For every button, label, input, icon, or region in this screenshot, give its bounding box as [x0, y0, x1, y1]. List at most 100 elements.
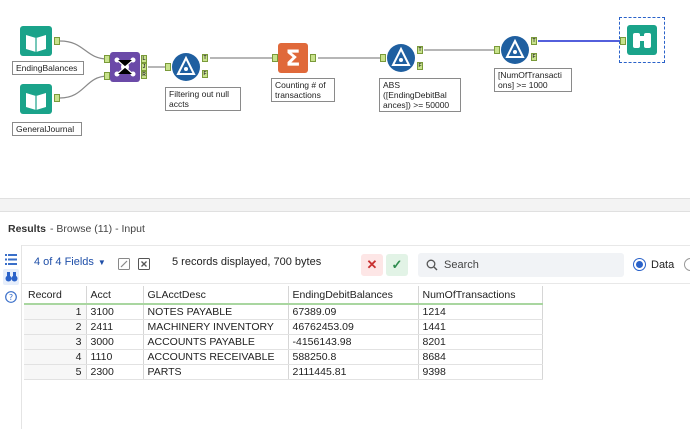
- filter-tool-null-accts[interactable]: [171, 52, 201, 85]
- output-anchor[interactable]: [54, 94, 60, 102]
- filter3-false-anchor[interactable]: F: [531, 53, 537, 61]
- chevron-down-icon: ▼: [97, 258, 106, 267]
- cell-endingdebitbalances: 2111445.81: [288, 364, 419, 380]
- view-mode-radio-data[interactable]: Data: [633, 258, 690, 271]
- browse-input-anchor[interactable]: [620, 37, 626, 45]
- tool-label-generaljournal: GeneralJournal: [12, 122, 82, 136]
- filter-true-anchor[interactable]: T: [202, 54, 208, 62]
- summarize-input-anchor[interactable]: [272, 54, 278, 62]
- results-table: Record Acct GLAcctDesc EndingDebitBalanc…: [24, 286, 543, 380]
- results-title: Results: [8, 223, 46, 235]
- table-row[interactable]: 4 1110 ACCOUNTS RECEIVABLE 588250.8 8684: [24, 349, 543, 365]
- filter3-input-anchor[interactable]: [494, 46, 500, 54]
- results-subtitle: - Browse (11) - Input: [49, 223, 145, 235]
- close-icon: ✕: [366, 257, 378, 272]
- edit-icon: [118, 258, 130, 270]
- column-header-endingdebitbalances[interactable]: EndingDebitBalances: [288, 286, 419, 305]
- fields-selector-dropdown[interactable]: 4 of 4 Fields▼: [34, 256, 106, 268]
- input-data-tool-endingbalances[interactable]: [20, 26, 52, 59]
- radio-unselected[interactable]: [684, 258, 690, 271]
- browse-view-button[interactable]: [3, 269, 19, 285]
- list-view-button[interactable]: [3, 251, 19, 267]
- filter2-true-anchor[interactable]: T: [417, 46, 423, 54]
- filter3-true-anchor[interactable]: T: [531, 37, 537, 45]
- filter-tool-num-transactions[interactable]: [500, 35, 530, 68]
- tool-label-filter-count: [NumOfTransacti ons] >= 1000: [494, 68, 572, 92]
- cell-record: 4: [24, 349, 87, 365]
- filter-tool-debit-balances[interactable]: [386, 43, 416, 76]
- column-header-record[interactable]: Record: [24, 286, 87, 305]
- book-icon: [20, 84, 52, 114]
- column-header-glacctdesc[interactable]: GLAcctDesc: [143, 286, 289, 305]
- cell-glacctdesc: ACCOUNTS PAYABLE: [143, 334, 289, 350]
- close-box-icon: [138, 258, 150, 270]
- svg-text:Σ: Σ: [285, 47, 300, 72]
- cell-acct: 3100: [86, 304, 144, 320]
- cell-acct: 3000: [86, 334, 144, 350]
- cell-record: 3: [24, 334, 87, 350]
- table-row[interactable]: 5 2300 PARTS 2111445.81 9398: [24, 364, 543, 380]
- join-right-input-anchor[interactable]: [104, 72, 110, 80]
- list-icon: [5, 253, 17, 265]
- table-row[interactable]: 2 2411 MACHINERY INVENTORY 46762453.09 1…: [24, 319, 543, 335]
- workflow-canvas[interactable]: EndingBalances GeneralJournal L J R: [0, 0, 690, 198]
- cell-glacctdesc: NOTES PAYABLE: [143, 304, 289, 320]
- cell-acct: 1110: [86, 349, 144, 365]
- browse-tool[interactable]: [627, 25, 657, 58]
- cancel-button[interactable]: ✕: [361, 254, 383, 276]
- check-icon: ✓: [391, 257, 403, 272]
- book-icon: [20, 26, 52, 56]
- search-box[interactable]: [418, 253, 624, 277]
- join-l-output-anchor[interactable]: L: [141, 55, 147, 63]
- cell-numoftransactions: 1441: [418, 319, 543, 335]
- input-data-tool-generaljournal[interactable]: [20, 84, 52, 117]
- join-j-output-anchor[interactable]: J: [141, 63, 147, 71]
- cell-acct: 2411: [86, 319, 144, 335]
- cell-record: 5: [24, 364, 87, 380]
- cell-glacctdesc: MACHINERY INVENTORY: [143, 319, 289, 335]
- tool-label-filter-balance: ABS ([EndingDebitBal ances]) >= 50000: [379, 78, 461, 112]
- filter2-input-anchor[interactable]: [380, 54, 386, 62]
- results-side-rail: ?: [0, 245, 22, 429]
- filter-icon: [501, 36, 529, 64]
- connection-endingbalances-to-join: [59, 40, 109, 60]
- filter-icon: [387, 44, 415, 72]
- search-input[interactable]: [444, 259, 614, 271]
- summarize-output-anchor[interactable]: [310, 54, 316, 62]
- pane-splitter[interactable]: [0, 198, 690, 212]
- cell-endingdebitbalances: 588250.8: [288, 349, 419, 365]
- table-row[interactable]: 3 3000 ACCOUNTS PAYABLE -4156143.98 8201: [24, 334, 543, 350]
- radio-selected[interactable]: [633, 258, 646, 271]
- sigma-icon: Σ: [278, 43, 308, 73]
- summarize-tool[interactable]: Σ: [278, 43, 308, 76]
- clear-filter-button[interactable]: [138, 258, 150, 273]
- tool-label-filter-null: Filtering out null accts: [165, 87, 241, 111]
- filter-false-anchor[interactable]: F: [202, 70, 208, 78]
- table-row[interactable]: 1 3100 NOTES PAYABLE 67389.09 1214: [24, 304, 543, 320]
- filter-input-anchor[interactable]: [165, 63, 171, 71]
- help-button[interactable]: ?: [3, 289, 19, 305]
- svg-text:?: ?: [9, 293, 13, 302]
- apply-button[interactable]: ✓: [386, 254, 408, 276]
- view-mode-label: Data: [651, 258, 675, 271]
- join-left-input-anchor[interactable]: [104, 55, 110, 63]
- edit-button[interactable]: [118, 258, 130, 273]
- results-grid-area: Record Acct GLAcctDesc EndingDebitBalanc…: [22, 283, 690, 429]
- join-tool[interactable]: [110, 52, 140, 85]
- output-anchor[interactable]: [54, 37, 60, 45]
- filter-icon: [172, 53, 200, 81]
- filter2-false-anchor[interactable]: F: [417, 62, 423, 70]
- cell-endingdebitbalances: 46762453.09: [288, 319, 419, 335]
- fields-selector-label: 4 of 4 Fields: [34, 256, 94, 268]
- join-r-output-anchor[interactable]: R: [141, 71, 147, 79]
- cell-record: 2: [24, 319, 87, 335]
- column-header-numoftransactions[interactable]: NumOfTransactions: [418, 286, 543, 305]
- column-header-acct[interactable]: Acct: [86, 286, 144, 305]
- help-icon: ?: [5, 291, 17, 303]
- records-info: 5 records displayed, 700 bytes: [172, 256, 322, 268]
- cell-numoftransactions: 1214: [418, 304, 543, 320]
- cell-numoftransactions: 9398: [418, 364, 543, 380]
- tool-label-endingbalances: EndingBalances: [12, 61, 84, 75]
- cell-numoftransactions: 8684: [418, 349, 543, 365]
